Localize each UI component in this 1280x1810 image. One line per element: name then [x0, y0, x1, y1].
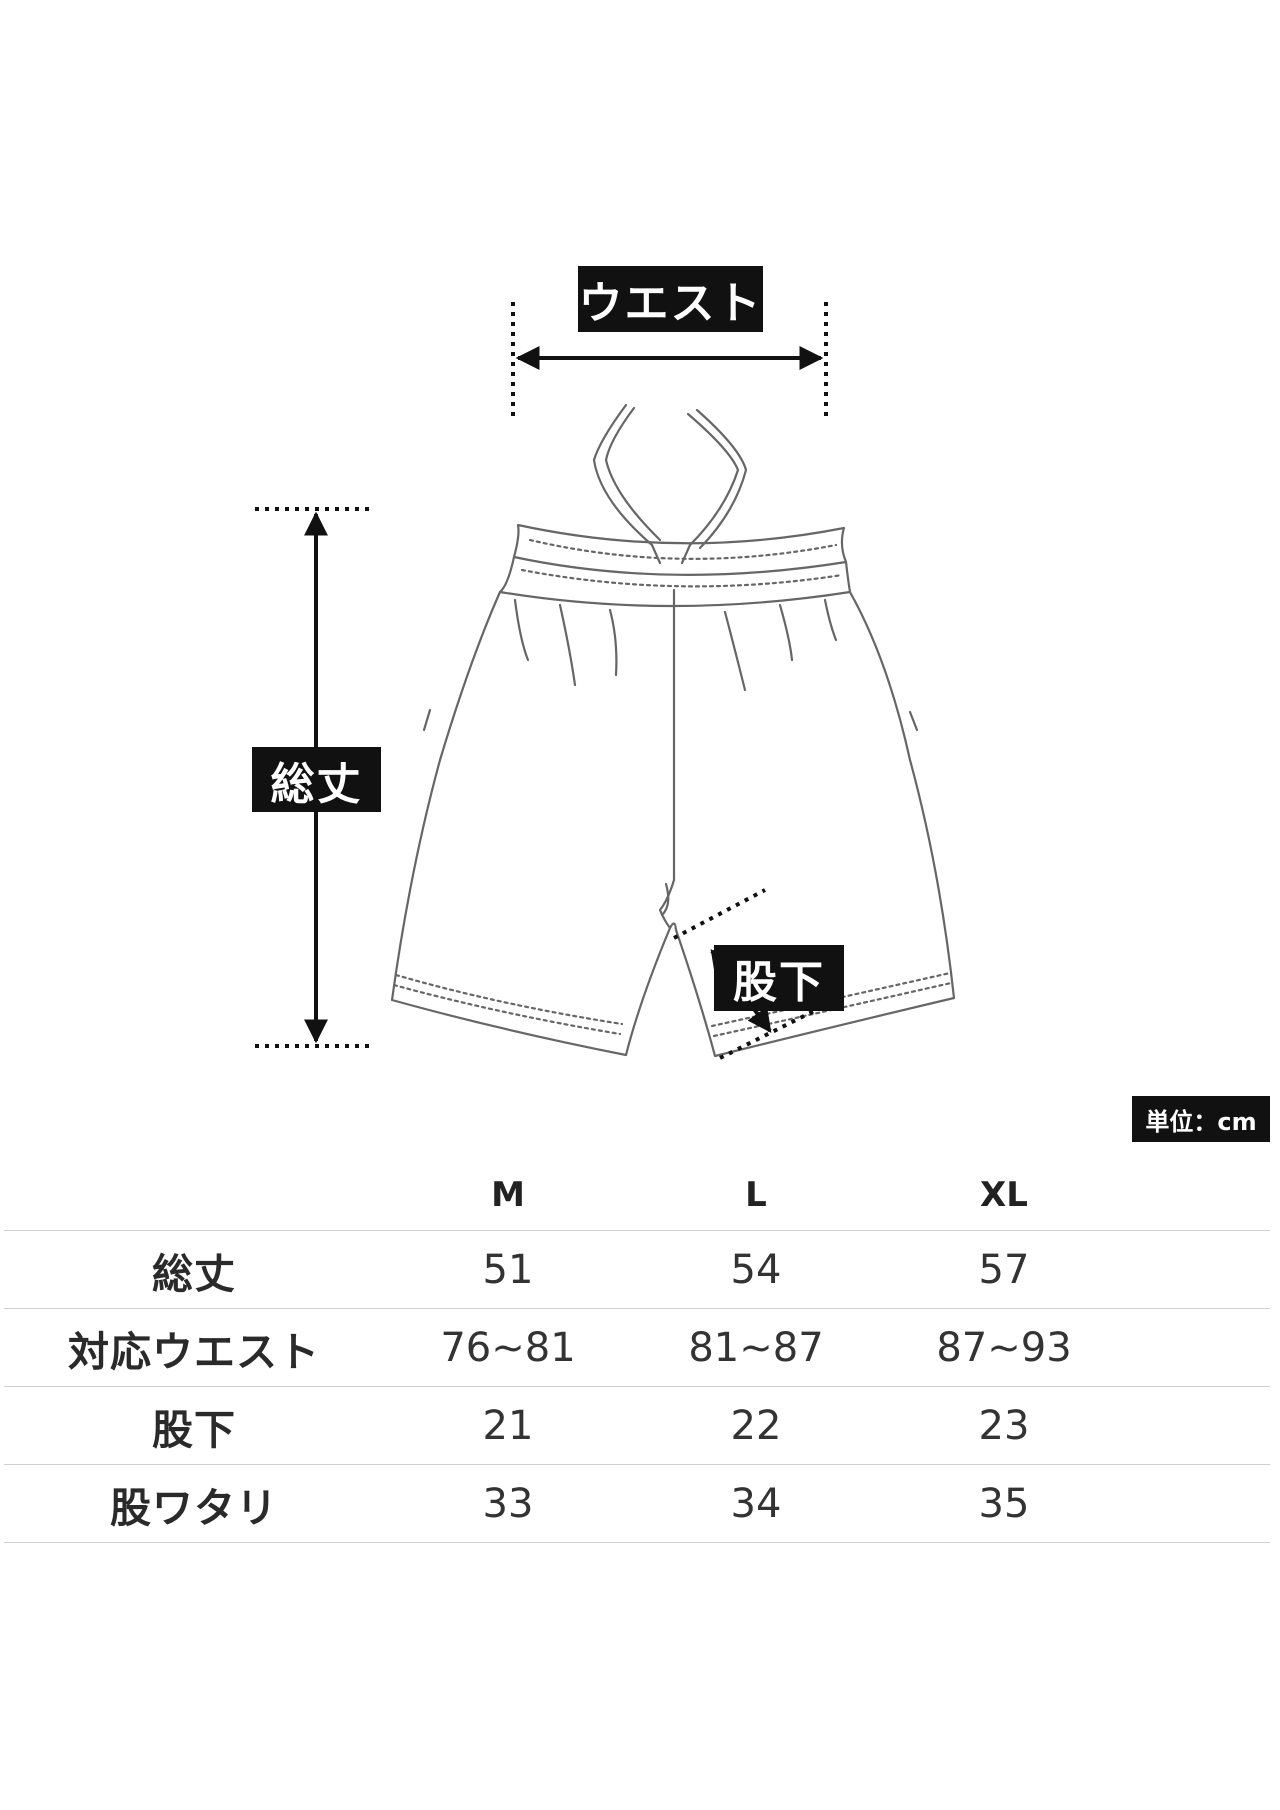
table-cell: 22 — [730, 1402, 782, 1449]
header-size-l: L — [745, 1175, 767, 1215]
table-cell: 76~81 — [440, 1324, 576, 1371]
table-cell: 33 — [482, 1480, 534, 1527]
size-table: M L XL 総丈 51 54 57 対応ウエスト 76~81 81~87 87… — [4, 1160, 1270, 1543]
table-cell: 57 — [978, 1246, 1030, 1293]
table-row: 対応ウエスト 76~81 81~87 87~93 — [4, 1309, 1270, 1387]
row-label: 股ワタリ — [110, 1483, 278, 1532]
table-cell: 87~93 — [936, 1324, 1072, 1371]
shorts-diagram — [255, 302, 956, 1060]
inseam-label: 股下 — [714, 945, 844, 1011]
table-cell: 51 — [482, 1246, 534, 1293]
table-cell: 54 — [730, 1246, 782, 1293]
table-cell: 23 — [978, 1402, 1030, 1449]
table-cell: 21 — [482, 1402, 534, 1449]
table-cell: 81~87 — [688, 1324, 824, 1371]
row-label: 股下 — [152, 1405, 236, 1454]
table-cell: 34 — [730, 1480, 782, 1527]
table-row: 股ワタリ 33 34 35 — [4, 1465, 1270, 1543]
table-row: 総丈 51 54 57 — [4, 1231, 1270, 1309]
waist-label: ウエスト — [578, 266, 763, 332]
waist-measure — [511, 302, 828, 420]
table-cell: 35 — [978, 1480, 1030, 1527]
table-header-row: M L XL — [4, 1160, 1270, 1231]
header-size-m: M — [491, 1175, 525, 1215]
unit-badge: 単位：cm — [1132, 1096, 1270, 1142]
shorts-outline — [390, 403, 956, 1058]
row-label: 対応ウエスト — [68, 1327, 320, 1376]
total-length-label: 総丈 — [252, 747, 381, 812]
row-label: 総丈 — [152, 1249, 236, 1298]
table-row: 股下 21 22 23 — [4, 1387, 1270, 1465]
header-size-xl: XL — [980, 1175, 1028, 1215]
